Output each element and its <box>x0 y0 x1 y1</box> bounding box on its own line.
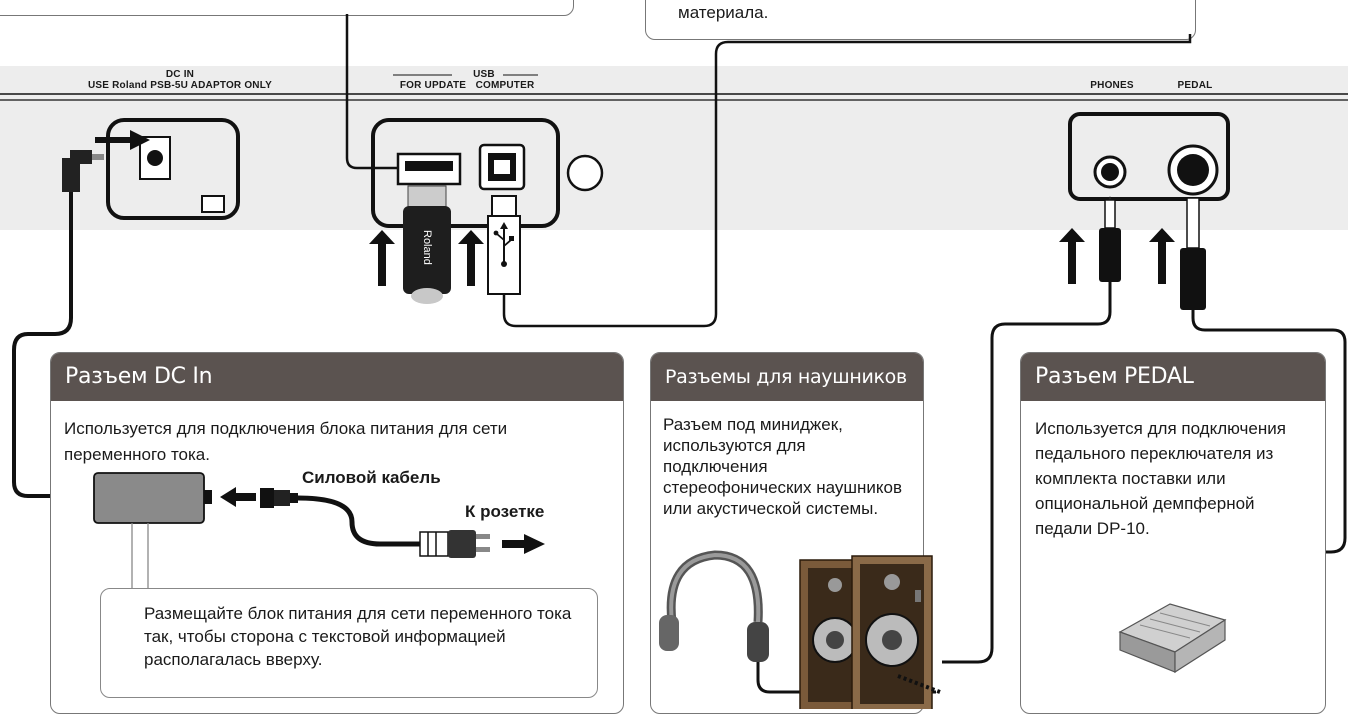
headphones-icon <box>659 550 936 694</box>
dc-plug <box>62 150 104 192</box>
phones-box-text: Разъем под миниджек, используются для по… <box>663 415 902 518</box>
usb-title: USB <box>473 69 495 80</box>
adapter-note-text: Размещайте блок питания для сети перемен… <box>144 604 572 669</box>
arrow-up-icon <box>369 230 484 286</box>
arrow-left-icon <box>220 487 256 507</box>
power-cable-label: Силовой кабель <box>302 468 441 487</box>
dc-in-jack <box>106 118 240 220</box>
dc-in-title: DC IN <box>165 69 195 80</box>
dc-in-box-title: Разъем DC In <box>51 353 623 401</box>
arrow-right-icon <box>502 534 545 554</box>
outlet-label: К розетке <box>465 502 545 521</box>
top-callout-left <box>0 0 574 16</box>
phones-pedal-jacks <box>1068 112 1230 201</box>
dc-in-box-text: Используется для подключения блока питан… <box>64 419 508 464</box>
flash-drive-brand: Roland <box>421 230 433 265</box>
pedal-box-text: Используется для подключения педального … <box>1035 419 1286 538</box>
power-adapter <box>93 472 212 524</box>
pedal-label: PEDAL <box>1177 80 1213 91</box>
top-callout-text: материала. <box>678 3 769 22</box>
adapter-note-callout <box>100 588 598 698</box>
dc-in-subtitle: USE Roland PSB-5U ADAPTOR ONLY <box>88 80 272 91</box>
usb-computer-label: COMPUTER <box>475 80 535 91</box>
pedal-box-title: Разъем PEDAL <box>1021 353 1325 401</box>
outlet-plug <box>419 530 490 558</box>
pedal-box: Разъем PEDAL <box>1020 352 1326 714</box>
foot-pedal-icon <box>1118 603 1227 674</box>
phones-box-title: Разъемы для наушников <box>651 353 923 401</box>
usb-flash-drive: Roland <box>403 185 451 304</box>
phones-box: Разъемы для наушников <box>650 352 924 714</box>
usb-for-update-label: FOR UPDATE <box>399 80 467 91</box>
mini-plug <box>942 196 1121 664</box>
top-callout-right <box>645 0 1196 40</box>
speaker-icon <box>851 555 933 709</box>
arrow-right-icon <box>95 130 150 150</box>
usb-b-plug <box>487 195 521 295</box>
arrow-up-icon <box>1059 228 1175 284</box>
phones-label: PHONES <box>1090 80 1134 91</box>
dc-in-label: DC IN USE Roland PSB-5U ADAPTOR ONLY <box>80 69 280 91</box>
power-connector <box>260 488 298 508</box>
